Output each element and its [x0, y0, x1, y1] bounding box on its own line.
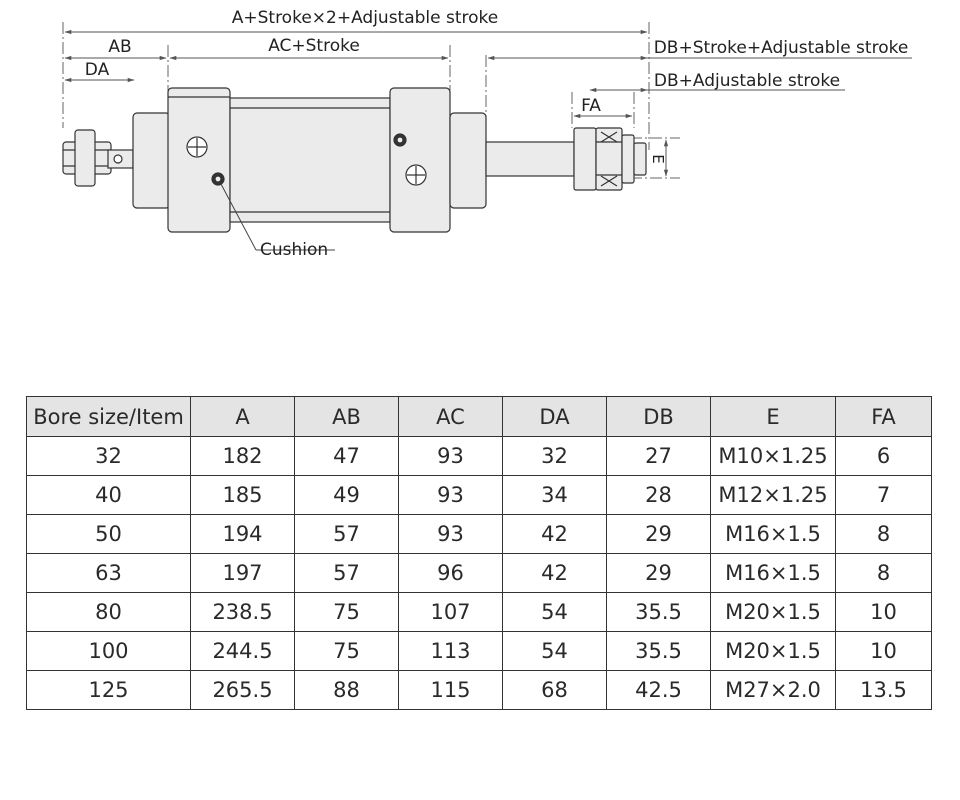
table-cell: 42.5 [606, 670, 711, 710]
table-cell: 6 [835, 436, 932, 476]
table-cell: M10×1.25 [710, 436, 836, 476]
column-header: DA [502, 396, 607, 437]
table-cell: 7 [835, 475, 932, 515]
table-cell: M12×1.25 [710, 475, 836, 515]
column-header: Bore size/Item [26, 396, 191, 437]
table-cell: 10 [835, 592, 932, 632]
table-cell: 57 [294, 553, 399, 593]
column-header: AB [294, 396, 399, 437]
table-cell: 75 [294, 592, 399, 632]
table-cell: 10 [835, 631, 932, 671]
table-cell: 197 [190, 553, 295, 593]
table-cell: 185 [190, 475, 295, 515]
table-cell: 8 [835, 553, 932, 593]
table-cell: 244.5 [190, 631, 295, 671]
table-cell: 96 [398, 553, 503, 593]
table-cell: 34 [502, 475, 607, 515]
table-cell: 35.5 [606, 631, 711, 671]
fa-label: FA [581, 96, 601, 116]
table-cell: M20×1.5 [710, 592, 836, 632]
cylinder-dimension-drawing: A+Stroke×2+Adjustable stroke AB DA AC+St… [62, 8, 912, 260]
db-stroke-adjustable-label: DB+Stroke+Adjustable stroke [654, 38, 909, 58]
table-cell: 75 [294, 631, 399, 671]
table-cell: 265.5 [190, 670, 295, 710]
table-cell: 238.5 [190, 592, 295, 632]
table-cell: 88 [294, 670, 399, 710]
table-cell: 113 [398, 631, 503, 671]
da-label: DA [85, 60, 110, 80]
cushion-leader [220, 183, 335, 251]
table-cell: 115 [398, 670, 503, 710]
table-cell: 27 [606, 436, 711, 476]
table-cell: 29 [606, 514, 711, 554]
table-cell: 29 [606, 553, 711, 593]
bore-size-cell: 80 [26, 592, 191, 632]
cushion-label: Cushion [260, 240, 328, 260]
table-cell: M16×1.5 [710, 553, 836, 593]
dimension-lines [64, 29, 912, 177]
table-cell: M16×1.5 [710, 514, 836, 554]
column-header: DB [606, 396, 711, 437]
table-cell: 13.5 [835, 670, 932, 710]
db-adjustable-label: DB+Adjustable stroke [654, 71, 840, 91]
bore-size-cell: 32 [26, 436, 191, 476]
bore-size-cell: 125 [26, 670, 191, 710]
table-cell: 194 [190, 514, 295, 554]
ac-stroke-label: AC+Stroke [268, 36, 360, 56]
table-cell: 93 [398, 514, 503, 554]
bore-size-cell: 40 [26, 475, 191, 515]
table-cell: 35.5 [606, 592, 711, 632]
table-cell: 47 [294, 436, 399, 476]
column-header: FA [835, 396, 932, 437]
table-cell: 28 [606, 475, 711, 515]
table-cell: 93 [398, 436, 503, 476]
table-cell: 107 [398, 592, 503, 632]
table-cell: 54 [502, 631, 607, 671]
cylinder-body [62, 87, 647, 233]
table-cell: 49 [294, 475, 399, 515]
bore-size-cell: 100 [26, 631, 191, 671]
table-cell: 42 [502, 553, 607, 593]
total-length-label: A+Stroke×2+Adjustable stroke [232, 8, 499, 28]
table-cell: 182 [190, 436, 295, 476]
ab-label: AB [108, 37, 131, 57]
table-cell: 8 [835, 514, 932, 554]
table-cell: 32 [502, 436, 607, 476]
e-label: E [649, 154, 667, 163]
column-header: E [710, 396, 836, 437]
table-cell: 93 [398, 475, 503, 515]
bore-size-cell: 63 [26, 553, 191, 593]
column-header: AC [398, 396, 503, 437]
table-cell: 68 [502, 670, 607, 710]
table-cell: 42 [502, 514, 607, 554]
column-header: A [190, 396, 295, 437]
bore-size-cell: 50 [26, 514, 191, 554]
table-cell: M27×2.0 [710, 670, 836, 710]
table-cell: M20×1.5 [710, 631, 836, 671]
table-cell: 54 [502, 592, 607, 632]
table-cell: 57 [294, 514, 399, 554]
